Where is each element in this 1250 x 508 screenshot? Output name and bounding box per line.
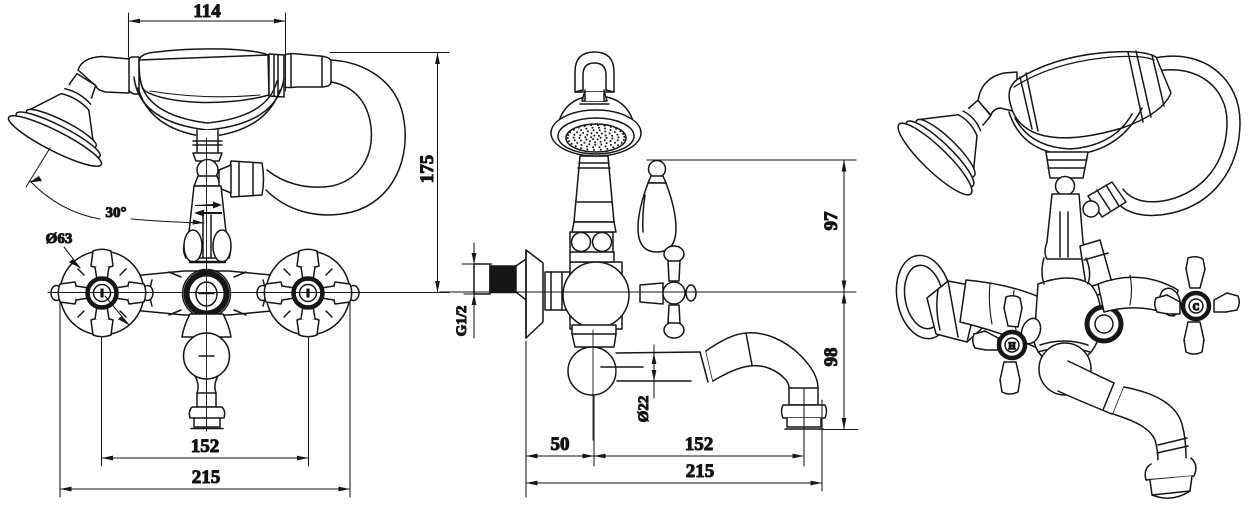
svg-text:98: 98 — [821, 348, 842, 367]
svg-text:30°: 30° — [106, 205, 127, 221]
svg-text:215: 215 — [686, 461, 715, 482]
svg-text:Ø22: Ø22 — [636, 396, 652, 423]
svg-text:215: 215 — [192, 467, 221, 488]
svg-text:H: H — [1008, 341, 1015, 351]
svg-text:175: 175 — [417, 155, 438, 184]
svg-text:152: 152 — [191, 436, 220, 457]
svg-text:152: 152 — [685, 434, 714, 455]
svg-text:50: 50 — [551, 434, 570, 455]
svg-text:C: C — [1193, 302, 1200, 312]
svg-text:114: 114 — [193, 1, 221, 22]
svg-text:97: 97 — [821, 211, 842, 231]
svg-text:G1/2: G1/2 — [454, 306, 470, 337]
svg-text:Ø63: Ø63 — [46, 231, 73, 247]
